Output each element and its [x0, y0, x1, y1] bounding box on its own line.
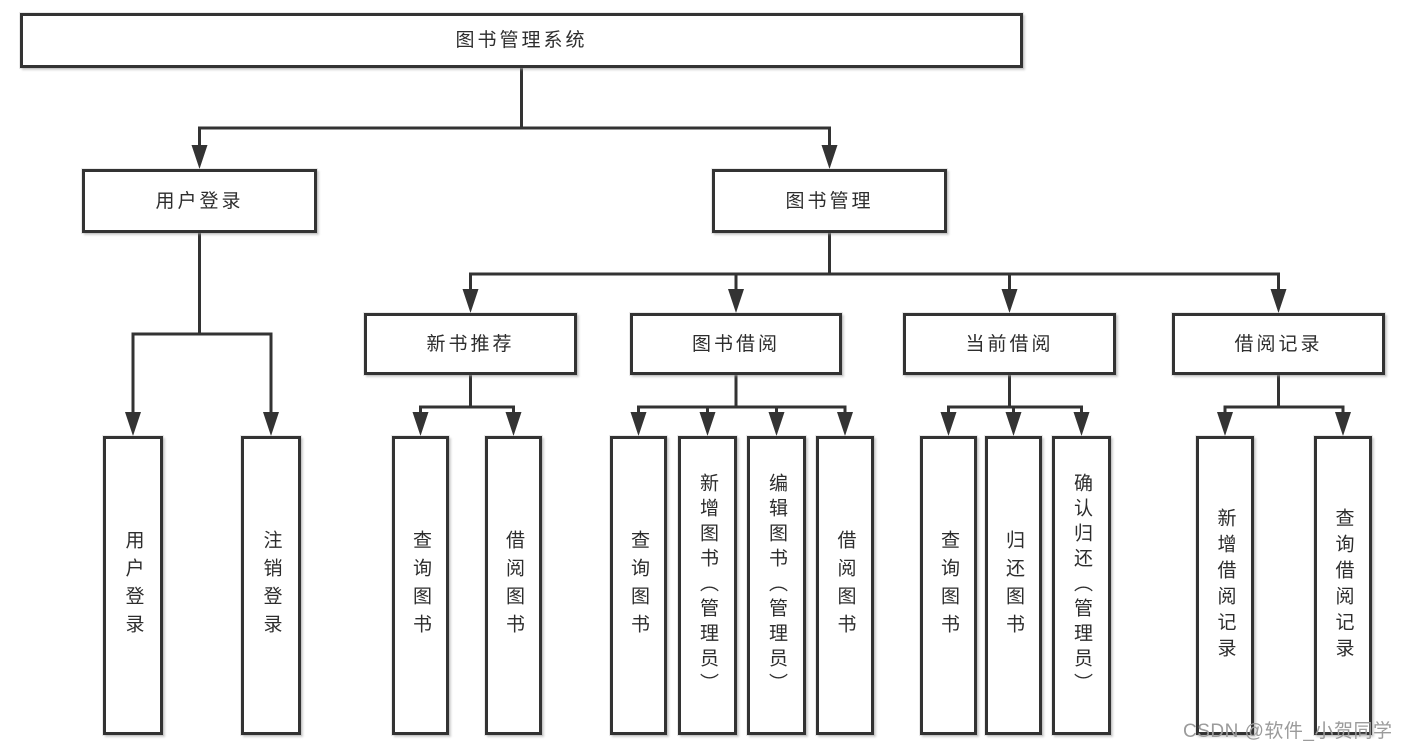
leaf-edit-books-admin: 编辑图书（管理员） — [747, 436, 806, 735]
leaf-add-books-admin-label: 新增图书（管理员） — [697, 473, 718, 698]
node-user-login-label: 用户登录 — [155, 190, 244, 212]
leaf-newbook-borrow-books-label: 借阅图书 — [503, 529, 524, 642]
node-book-management: 图书管理 — [712, 169, 947, 233]
node-current-borrow-label: 当前借阅 — [965, 333, 1054, 355]
leaf-add-borrow-record-label: 新增借阅记录 — [1214, 507, 1236, 664]
leaf-borrow-books-label: 借阅图书 — [834, 529, 856, 642]
leaf-return-books: 归还图书 — [985, 436, 1042, 735]
leaf-current-query-books-label: 查询图书 — [938, 529, 959, 642]
leaf-add-borrow-record: 新增借阅记录 — [1196, 436, 1254, 735]
leaf-borrow-query-books-label: 查询图书 — [628, 529, 649, 642]
node-new-book-recommend: 新书推荐 — [364, 313, 577, 375]
node-borrow-record: 借阅记录 — [1172, 313, 1385, 375]
node-root: 图书管理系统 — [20, 13, 1023, 68]
leaf-newbook-borrow-books: 借阅图书 — [485, 436, 542, 735]
node-user-login: 用户登录 — [82, 169, 317, 233]
leaf-borrow-books: 借阅图书 — [816, 436, 874, 735]
node-current-borrow: 当前借阅 — [903, 313, 1116, 375]
node-borrow-record-label: 借阅记录 — [1234, 333, 1323, 355]
leaf-confirm-return-admin: 确认归还（管理员） — [1052, 436, 1111, 735]
leaf-borrow-query-books: 查询图书 — [610, 436, 667, 735]
leaf-newbook-query-books-label: 查询图书 — [410, 529, 431, 642]
node-root-label: 图书管理系统 — [455, 30, 588, 51]
leaf-edit-books-admin-label: 编辑图书（管理员） — [766, 473, 787, 698]
leaf-return-books-label: 归还图书 — [1003, 529, 1024, 642]
leaf-query-borrow-record: 查询借阅记录 — [1314, 436, 1372, 735]
node-book-borrow-label: 图书借阅 — [691, 333, 780, 355]
watermark-text: CSDN @软件_小贺同学 — [1183, 721, 1393, 742]
leaf-user-login: 用户登录 — [103, 436, 163, 735]
leaf-confirm-return-admin-label: 确认归还（管理员） — [1071, 473, 1092, 698]
leaf-user-login-label: 用户登录 — [122, 529, 144, 642]
leaf-logout: 注销登录 — [241, 436, 301, 735]
leaf-current-query-books: 查询图书 — [920, 436, 977, 735]
node-book-borrow: 图书借阅 — [630, 313, 842, 375]
leaf-logout-label: 注销登录 — [260, 529, 282, 642]
leaf-newbook-query-books: 查询图书 — [392, 436, 449, 735]
leaf-add-books-admin: 新增图书（管理员） — [678, 436, 737, 735]
node-new-book-recommend-label: 新书推荐 — [426, 333, 515, 355]
node-book-management-label: 图书管理 — [785, 190, 874, 212]
leaf-query-borrow-record-label: 查询借阅记录 — [1332, 507, 1354, 664]
